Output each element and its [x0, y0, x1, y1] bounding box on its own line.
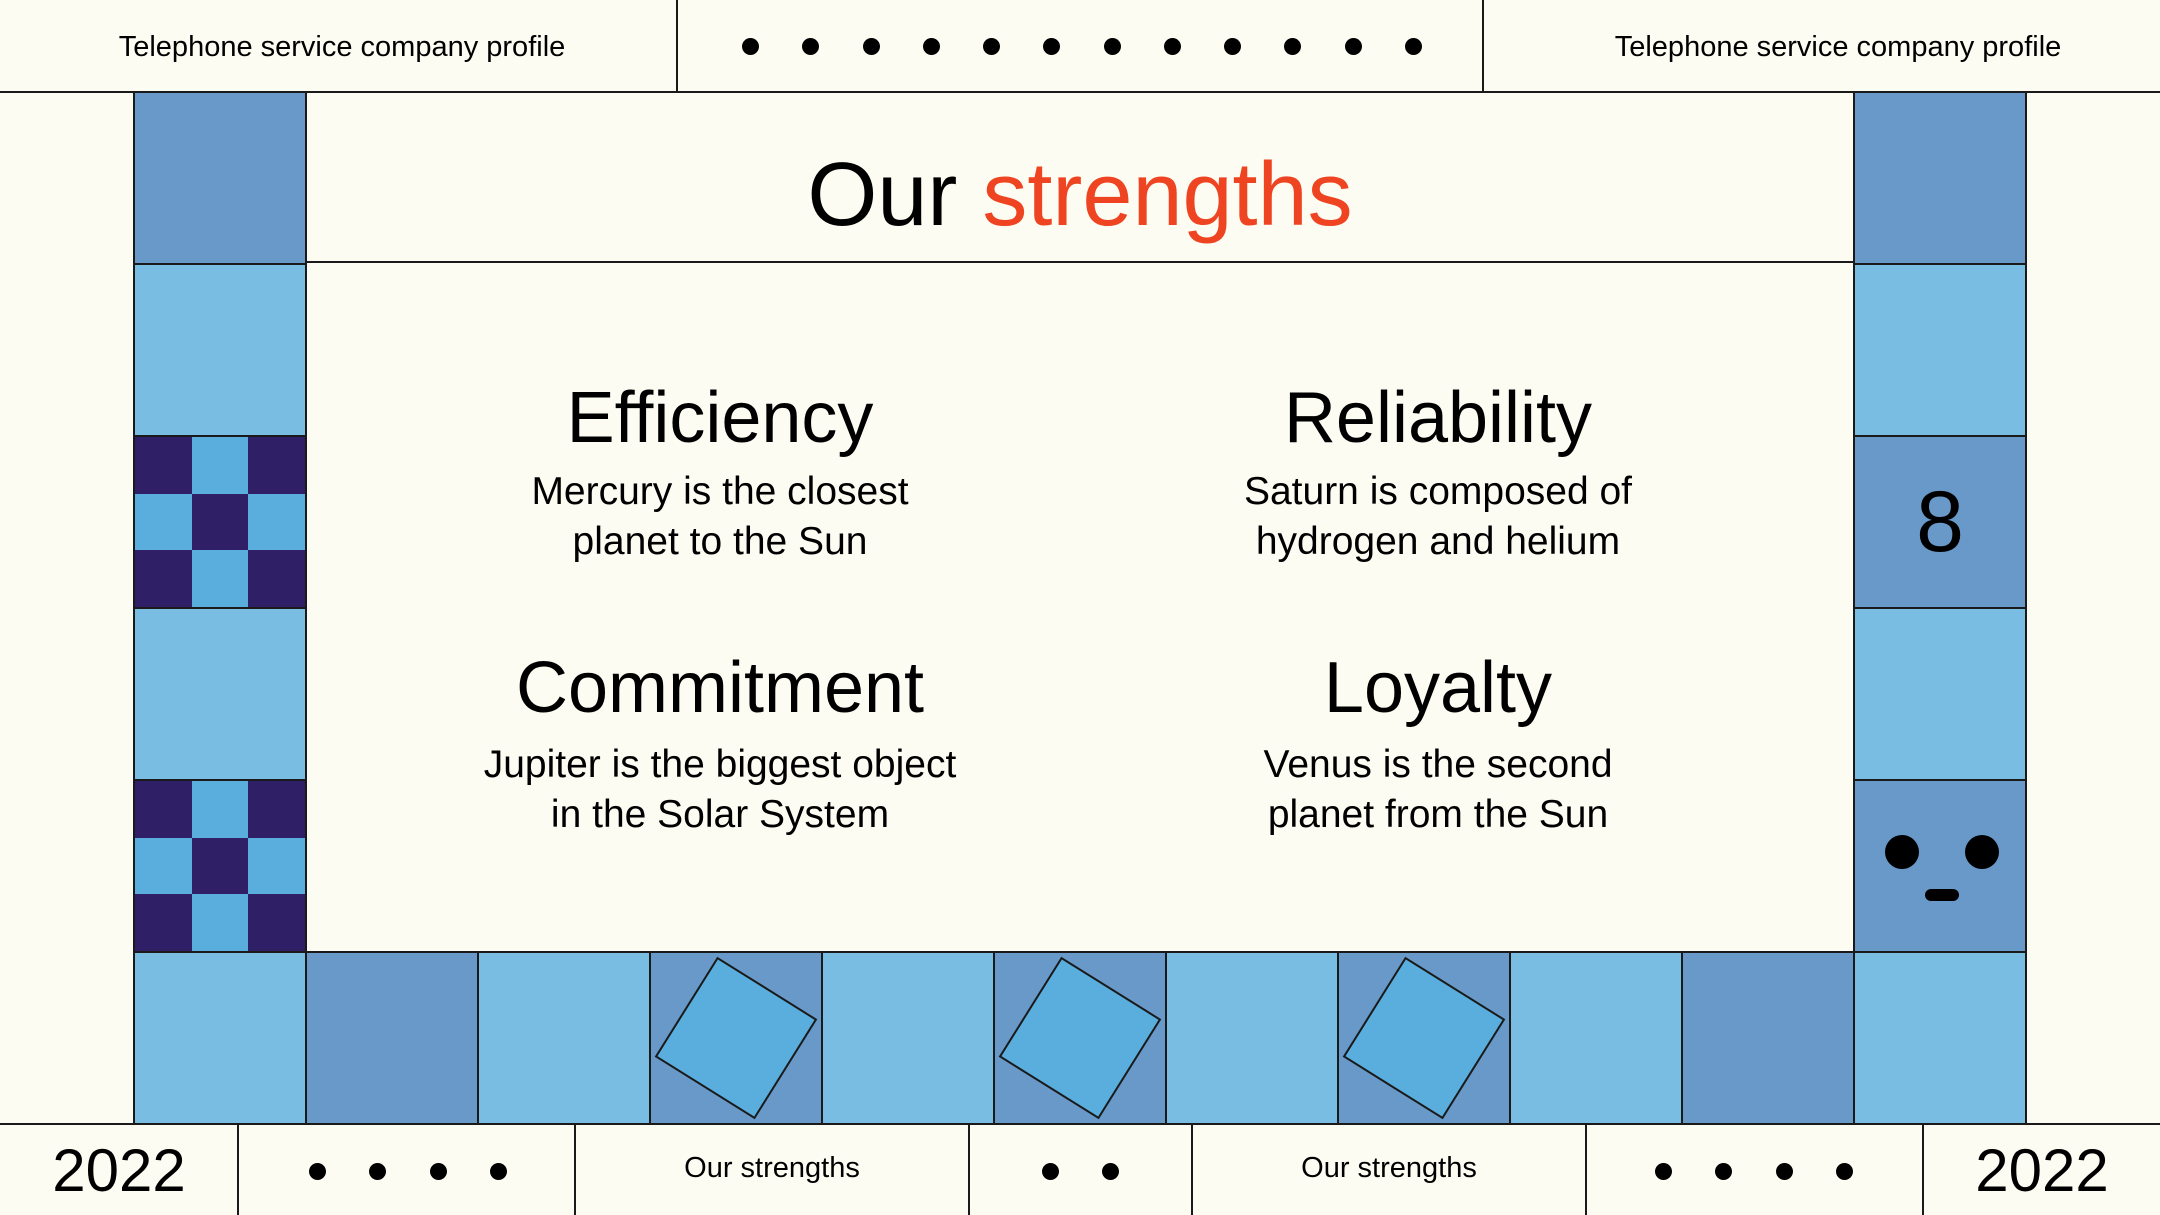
footer-dot	[1775, 1163, 1793, 1180]
footer-dot	[489, 1163, 507, 1180]
bottom-tile	[305, 951, 479, 1125]
header-dot	[983, 38, 1001, 55]
footer-dot	[309, 1163, 326, 1180]
slide-title-part1: Our	[807, 145, 958, 245]
header-dot	[1043, 38, 1061, 55]
face-tile	[1853, 779, 2027, 953]
header-dot	[1103, 38, 1121, 55]
page-number: 8	[1916, 473, 1964, 570]
bottom-tile	[1853, 951, 2027, 1125]
slide-title-accent: strengths	[982, 145, 1353, 245]
strength-description: Venus is the second planet from the Sun	[1138, 740, 1738, 840]
bottom-tile	[133, 951, 307, 1125]
strength-description-line: hydrogen and helium	[1255, 520, 1621, 563]
strength-description-line: Mercury is the closest	[531, 470, 909, 513]
footer-dot	[429, 1163, 447, 1180]
footer-section-label: Our strengths	[1301, 1151, 1477, 1184]
right-tile	[1853, 91, 2027, 265]
face-eye-icon	[1965, 835, 1999, 869]
footer-dot	[1042, 1163, 1059, 1180]
left-tile	[133, 607, 307, 781]
footer-year-left: 2022	[52, 1136, 186, 1204]
strength-description-line: planet to the Sun	[572, 520, 868, 563]
footer-divider	[1922, 1124, 1924, 1215]
header-dot	[862, 38, 880, 55]
diamond-icon	[1342, 956, 1506, 1120]
footer-dot	[369, 1163, 387, 1180]
strength-description-line: planet from the Sun	[1267, 793, 1609, 836]
strength-description-line: Jupiter is the biggest object	[483, 743, 957, 786]
footer-dot	[1835, 1163, 1853, 1180]
footer-dots-center	[1042, 1163, 1119, 1180]
left-tile	[133, 91, 307, 265]
face-mouth-icon	[1925, 889, 1959, 901]
footer-divider	[237, 1124, 239, 1215]
footer-divider	[574, 1124, 576, 1215]
strength-description-line: in the Solar System	[550, 793, 890, 836]
footer-dot	[1655, 1163, 1672, 1180]
strength-description-line: Venus is the second	[1263, 743, 1613, 786]
footer-dot	[1102, 1163, 1119, 1180]
header-left-title: Telephone service company profile	[118, 30, 566, 63]
title-divider	[305, 261, 1855, 263]
strength-title: Loyalty	[1323, 648, 1553, 728]
footer-dots-left	[309, 1163, 507, 1180]
right-tile	[1853, 263, 2027, 437]
bottom-tile	[477, 951, 651, 1125]
strength-description: Jupiter is the biggest object in the Sol…	[420, 740, 1020, 840]
strength-title: Reliability	[1283, 378, 1593, 458]
right-tile	[1853, 607, 2027, 781]
bottom-diamond-tile	[993, 951, 1167, 1125]
diamond-icon	[998, 956, 1162, 1120]
header-dots	[742, 38, 1422, 55]
strength-description-line: Saturn is composed of	[1243, 470, 1633, 513]
header-dot	[742, 38, 759, 55]
bottom-tile	[1681, 951, 1855, 1125]
header-divider	[676, 0, 678, 93]
bottom-tile	[1165, 951, 1339, 1125]
header-bottom-border	[0, 91, 2160, 93]
bottom-tile	[821, 951, 995, 1125]
footer-divider	[968, 1124, 970, 1215]
bottom-diamond-tile	[1337, 951, 1511, 1125]
footer-top-border	[0, 1123, 2160, 1125]
header-right-title: Telephone service company profile	[1614, 30, 2062, 63]
header-divider	[1482, 0, 1484, 93]
slide-title: Our strengths	[305, 150, 1855, 240]
header-dot	[922, 38, 940, 55]
page-number-tile: 8	[1853, 435, 2027, 609]
bottom-tile	[1509, 951, 1683, 1125]
diamond-icon	[654, 956, 818, 1120]
header-dot	[1284, 38, 1302, 55]
face-eye-icon	[1885, 835, 1919, 869]
footer-dot	[1715, 1163, 1733, 1180]
footer-section-label: Our strengths	[684, 1151, 860, 1184]
header-dot	[1344, 38, 1362, 55]
header-dot	[1224, 38, 1242, 55]
left-tile	[133, 263, 307, 437]
header-dot	[802, 38, 820, 55]
header-dot	[1163, 38, 1181, 55]
strength-title: Efficiency	[566, 378, 874, 458]
bottom-diamond-tile	[649, 951, 823, 1125]
strength-description: Mercury is the closest planet to the Sun	[420, 467, 1020, 567]
strength-title: Commitment	[515, 648, 925, 728]
footer-year-right: 2022	[1975, 1136, 2109, 1204]
header-dot	[1404, 38, 1422, 55]
footer-dots-right	[1655, 1163, 1853, 1180]
left-checker-tile	[133, 779, 307, 953]
left-checker-tile	[133, 435, 307, 609]
footer-divider	[1191, 1124, 1193, 1215]
strength-description: Saturn is composed of hydrogen and heliu…	[1138, 467, 1738, 567]
footer-divider	[1585, 1124, 1587, 1215]
